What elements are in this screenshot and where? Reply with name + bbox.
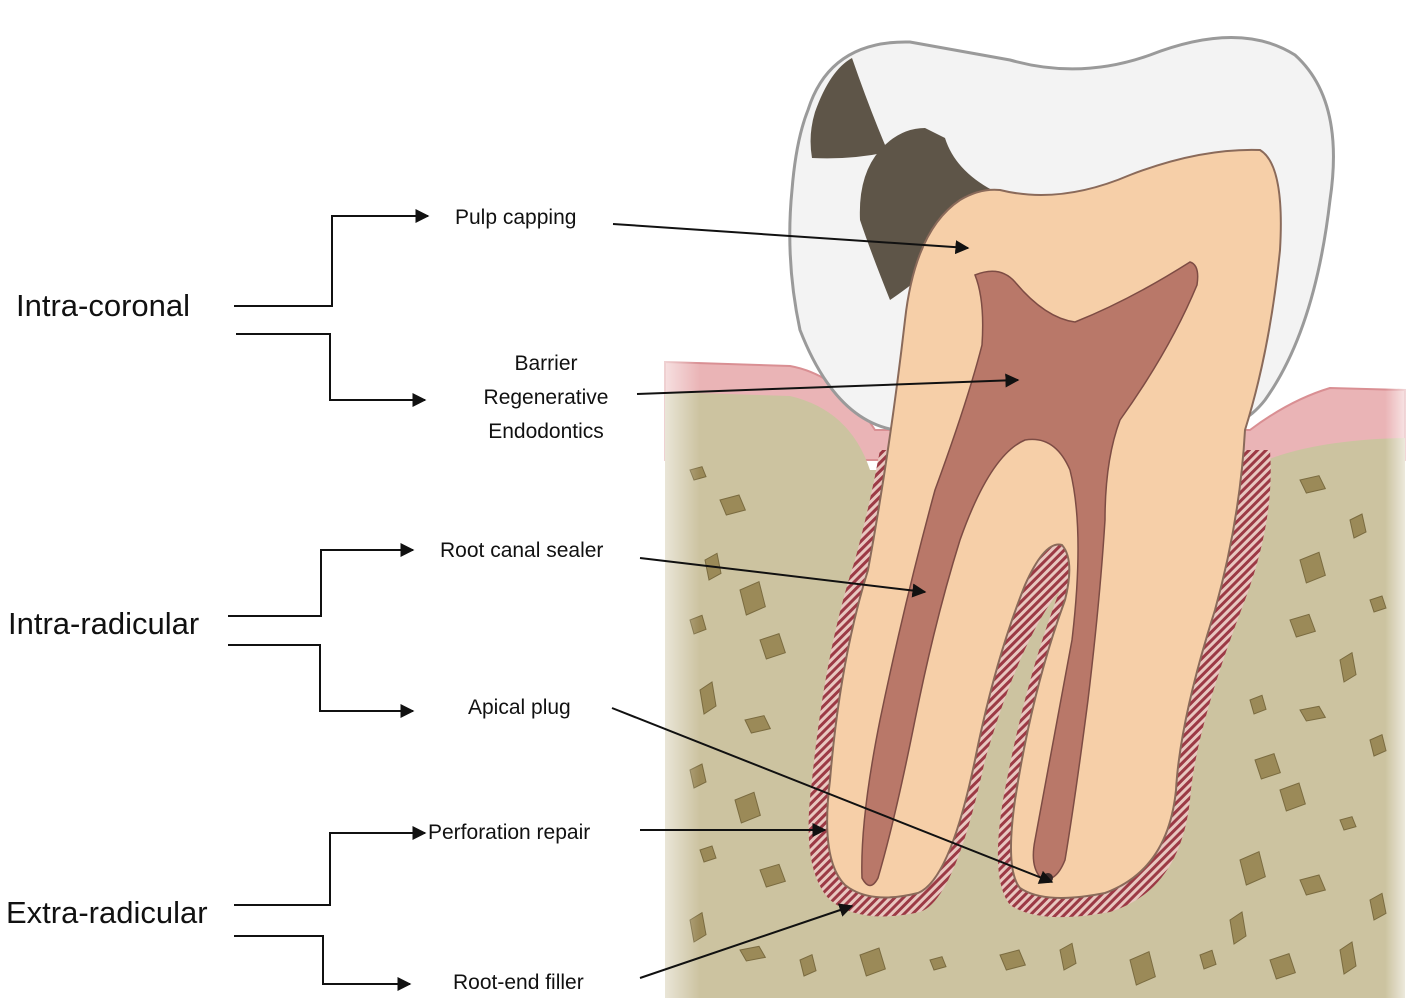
bone-pore (1279, 782, 1306, 812)
bone-pores (689, 466, 1387, 986)
bone-pore (799, 953, 817, 977)
category-intra-coronal: Intra-coronal (16, 288, 191, 323)
bone-pore (699, 845, 717, 863)
connector-lines (228, 209, 1054, 991)
label-barrier-block: Barrier Regenerative Endodontics (466, 347, 626, 449)
bone-pore (1349, 513, 1367, 539)
bone-pore (859, 947, 886, 977)
bone-pore (929, 956, 947, 971)
bone-pore (739, 580, 766, 616)
pointer-root-end-filler (639, 903, 854, 979)
pointer-root-canal-sealer (639, 557, 927, 598)
bracket-to-perforation-repair (234, 826, 427, 906)
bracket-to-root-end-filler (234, 935, 412, 991)
pointer-pulp-capping (612, 223, 970, 255)
bone-pore (1269, 953, 1296, 980)
bone-pore (734, 791, 761, 824)
caries-lesion (810, 58, 888, 159)
bone-pore (1339, 941, 1357, 975)
bone-pore (699, 681, 717, 715)
bone-pore (1299, 551, 1326, 584)
bone-pore (1239, 850, 1266, 886)
bone-pore (1059, 942, 1077, 971)
bone-pore (759, 863, 786, 888)
bone-pore (1254, 753, 1281, 780)
bone-pore (1299, 874, 1327, 896)
label-pulp-capping: Pulp capping (455, 206, 577, 229)
bone-pore (1129, 950, 1156, 986)
label-root-end-filler: Root-end filler (453, 971, 584, 994)
bone-pore (1199, 949, 1217, 970)
bone-pore (739, 945, 767, 962)
pointer-barrier (636, 373, 1020, 395)
category-intra-radicular: Intra-radicular (8, 606, 200, 641)
category-extra-radicular: Extra-radicular (6, 895, 208, 930)
bone-pore (1339, 651, 1357, 683)
label-barrier: Barrier (514, 352, 578, 375)
bone-pore (1339, 816, 1357, 831)
pulp-chamber (861, 261, 1199, 887)
bone-pore (1289, 613, 1316, 638)
bone-pore (719, 494, 747, 516)
label-regenerative: Regenerative (483, 386, 609, 409)
bracket-to-barrier (236, 333, 427, 407)
bracket-to-pulp-capping (234, 209, 430, 307)
bone-pore (1299, 705, 1327, 722)
bone-pore (744, 715, 772, 734)
bracket-to-apical-plug (228, 644, 415, 718)
pointer-apical-plug (611, 707, 1054, 884)
bone-pore (1299, 475, 1327, 494)
bone-pore (1229, 911, 1247, 945)
caries-cavity (859, 128, 993, 300)
bone-pore (759, 633, 786, 660)
label-apical-plug: Apical plug (468, 696, 571, 719)
bone-pore (1249, 694, 1267, 715)
bracket-to-root-canal-sealer (228, 543, 415, 617)
bone-pore (999, 949, 1027, 971)
label-endodontics: Endodontics (488, 420, 604, 443)
label-perforation-repair: Perforation repair (428, 821, 591, 844)
label-root-canal-sealer: Root canal sealer (440, 539, 604, 562)
